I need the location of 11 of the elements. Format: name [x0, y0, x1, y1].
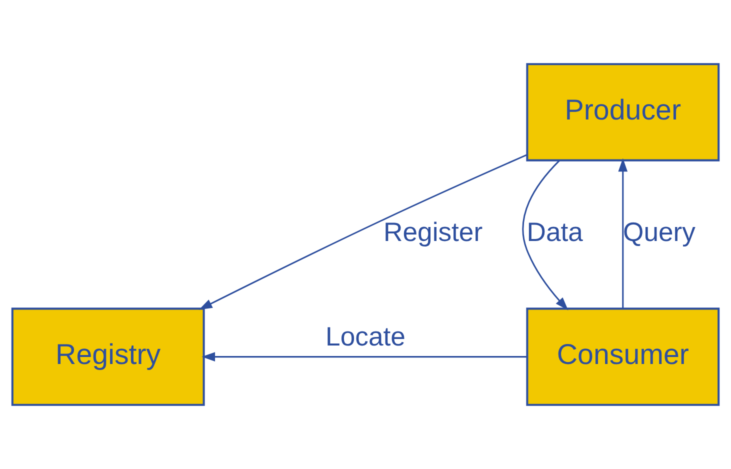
edge-label: Data — [526, 216, 583, 247]
arrow — [522, 160, 568, 310]
edge-label: Query — [623, 216, 696, 247]
arrow — [198, 154, 528, 310]
arrow — [618, 158, 628, 309]
node-box: Consumer — [526, 308, 720, 406]
arrow — [202, 352, 528, 362]
edge-label: Register — [384, 216, 483, 247]
edge-label: Locate — [326, 321, 406, 352]
node-box: Producer — [526, 63, 720, 162]
node-box: Registry — [11, 308, 205, 406]
